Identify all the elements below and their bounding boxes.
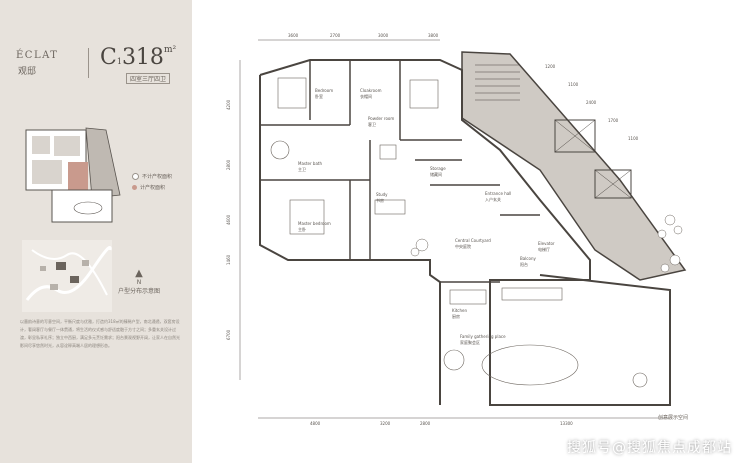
dim-left-2: 4600 (226, 214, 231, 225)
plan-caption: 创意展示空间 (658, 415, 689, 421)
dim-top-3: 3800 (428, 33, 439, 38)
dim-diag-2: 2400 (586, 100, 597, 105)
interior-walls (260, 60, 540, 283)
furniture (270, 77, 648, 388)
info-sidebar: ÉCLAT 观邸 C1318m² 四室三厅四卫 不计产权面积 计产权面积 ▲ N… (0, 0, 192, 463)
room-powder-room-cn: 客卫 (368, 121, 376, 127)
dim-bottom-2: 2800 (420, 421, 431, 426)
north-arrow-icon: ▲ (135, 268, 143, 279)
dim-diag-4: 1100 (628, 136, 639, 141)
exterior-walls (259, 59, 671, 406)
room-family-gathering: Family gathering place (460, 334, 506, 339)
floor-plan: 3600 2700 3000 3800 1200 1100 2400 1700 … (226, 33, 687, 426)
dim-bottom-3: 13300 (560, 421, 573, 426)
dim-left-4: 6700 (226, 329, 231, 340)
north-label: N (136, 279, 142, 286)
unit-model-title: C1318m² (100, 45, 176, 70)
unit-model-code: C (100, 45, 117, 70)
description-paragraph: 以墨韵诗意的写意空间，平衡尺度与优雅，打造约318㎡的臻稀户型，南北通透，双套房… (20, 319, 180, 348)
room-family-gathering-cn: 家庭聚会区 (460, 339, 480, 345)
room-master-bedroom: Master bedroom (298, 221, 331, 226)
dim-top-0: 3600 (288, 33, 299, 38)
room-entrance-hall-cn: 入户玄关 (485, 196, 501, 202)
legend: 不计产权面积 计产权面积 (132, 172, 172, 194)
room-bedroom-cn: 卧室 (315, 93, 323, 99)
key-plan-thumbnail (25, 127, 121, 223)
room-master-bath-cn: 主卫 (298, 166, 306, 172)
elevator-shaft-1 (554, 119, 596, 153)
legend-item-included: 计产权面积 (132, 183, 172, 194)
dim-bottom-0: 4800 (310, 421, 321, 426)
plantings (410, 214, 683, 273)
unit-model-area: 318 (121, 45, 164, 70)
north-indicator: ▲ N 户型分布示意图 (118, 268, 160, 295)
room-central-courtyard: Central Courtyard (455, 238, 491, 243)
room-storage: Storage (430, 166, 446, 171)
dim-left-0: 4200 (226, 99, 231, 110)
room-cloakroom-cn: 衣帽间 (360, 93, 372, 99)
dim-diag-0: 1200 (545, 64, 556, 69)
core-area (461, 51, 687, 281)
room-study-cn: 书房 (376, 197, 384, 203)
dim-bottom-1: 3200 (380, 421, 391, 426)
room-master-bedroom-cn: 主卧 (298, 226, 306, 232)
unit-model-sub: 1 (116, 57, 122, 66)
watermark: 搜狐号@搜狐焦点成都站 (567, 440, 732, 456)
room-kitchen: Kitchen (452, 308, 467, 313)
room-elevator-cn: 电梯厅 (538, 246, 550, 252)
room-bedroom: Bedroom (315, 88, 333, 93)
room-balcony-cn: 阳台 (520, 261, 528, 267)
dim-top-1: 2700 (330, 33, 341, 38)
site-distribution-map (22, 240, 112, 312)
dim-diag-1: 1100 (568, 82, 579, 87)
legend-swatch-included (132, 185, 137, 190)
unit-model-area-unit: m² (163, 45, 177, 55)
dim-left-1: 2800 (226, 159, 231, 170)
dim-top-2: 3000 (378, 33, 389, 38)
legend-swatch-excluded (132, 173, 139, 180)
unit-layout-tag: 四室三厅四卫 (126, 73, 171, 84)
room-kitchen-cn: 厨房 (452, 313, 460, 319)
room-elevator: Elevator (538, 241, 555, 246)
room-cloakroom: Cloakroom (360, 88, 382, 93)
room-storage-cn: 储藏间 (430, 171, 442, 177)
brand-name-en: ÉCLAT (16, 50, 59, 61)
elevator-shaft-2 (594, 169, 632, 199)
brand-divider (88, 48, 89, 78)
compass-caption: 户型分布示意图 (118, 288, 161, 295)
room-central-courtyard-cn: 中央庭院 (455, 243, 471, 249)
room-powder-room: Powder room (368, 116, 394, 121)
room-balcony: Balcony (520, 256, 536, 261)
brand-name-cn: 观邸 (18, 67, 37, 77)
dim-left-3: 1460 (226, 254, 231, 265)
dim-diag-3: 1700 (608, 118, 619, 123)
room-entrance-hall: Entrance hall (485, 191, 511, 196)
room-study: Study (376, 192, 388, 197)
legend-item-excluded: 不计产权面积 (132, 172, 172, 183)
room-master-bath: Master bath (298, 161, 322, 166)
